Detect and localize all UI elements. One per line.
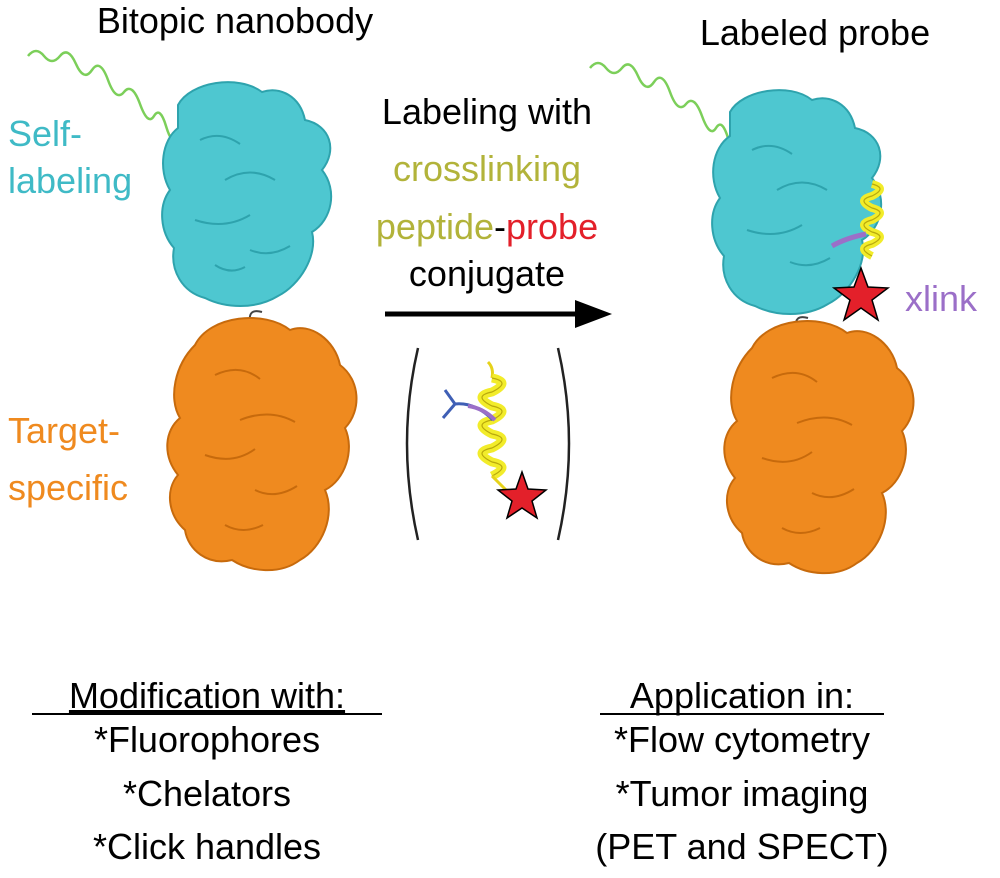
application-item-2: *Tumor imaging [616,773,869,814]
reaction-probe-word: probe [506,206,598,247]
self-labeling-domain-texture-right [746,144,831,267]
target-specific-label-line1: Target- [8,410,120,451]
target-specific-domain-texture-right [761,371,855,534]
n-terminal-tail-left [27,49,178,141]
reaction-peptide-word: peptide [376,206,494,247]
reaction-line1: Labeling with [382,91,592,132]
right-bracket [556,347,571,541]
right-title: Labeled probe [700,12,930,53]
modification-item-2: *Chelators [123,773,291,814]
modification-heading: Modification with: [69,675,345,716]
yellow-helix [477,373,507,481]
self-labeling-domain-right [711,89,882,315]
bound-helix-right [860,180,884,260]
reaction-line4: conjugate [409,253,565,294]
self-labeling-domain-left [161,81,332,307]
reaction-line3: peptide-probe [376,206,598,247]
probe-link [490,474,508,492]
probe-star-icon [495,469,549,520]
xlink-label: xlink [905,278,978,319]
modification-item-1: *Fluorophores [94,719,320,760]
bound-probe-star-icon [831,265,891,322]
crosslinker-linker-purple [467,404,497,422]
reaction-dash: - [494,206,506,247]
reaction-line2: crosslinking [393,148,581,189]
reaction-arrow-head [575,300,612,328]
left-bracket [405,347,420,541]
application-item-1: *Flow cytometry [614,719,870,760]
target-specific-domain-texture-left [204,368,298,531]
left-title: Bitopic nanobody [97,0,373,41]
bound-crosslink-right [830,231,867,249]
n-terminal-tail-right [589,61,740,153]
helix-tail [486,360,494,379]
self-labeling-label-line1: Self- [8,113,82,154]
target-specific-label-line2: specific [8,467,128,508]
self-labeling-label-line2: labeling [8,160,132,201]
target-specific-domain-right [723,320,915,575]
self-labeling-domain-texture-left [194,134,291,272]
application-item-3: (PET and SPECT) [595,826,888,867]
application-heading: Application in: [630,675,854,716]
target-specific-domain-left [166,317,358,572]
modification-item-3: *Click handles [93,826,321,867]
